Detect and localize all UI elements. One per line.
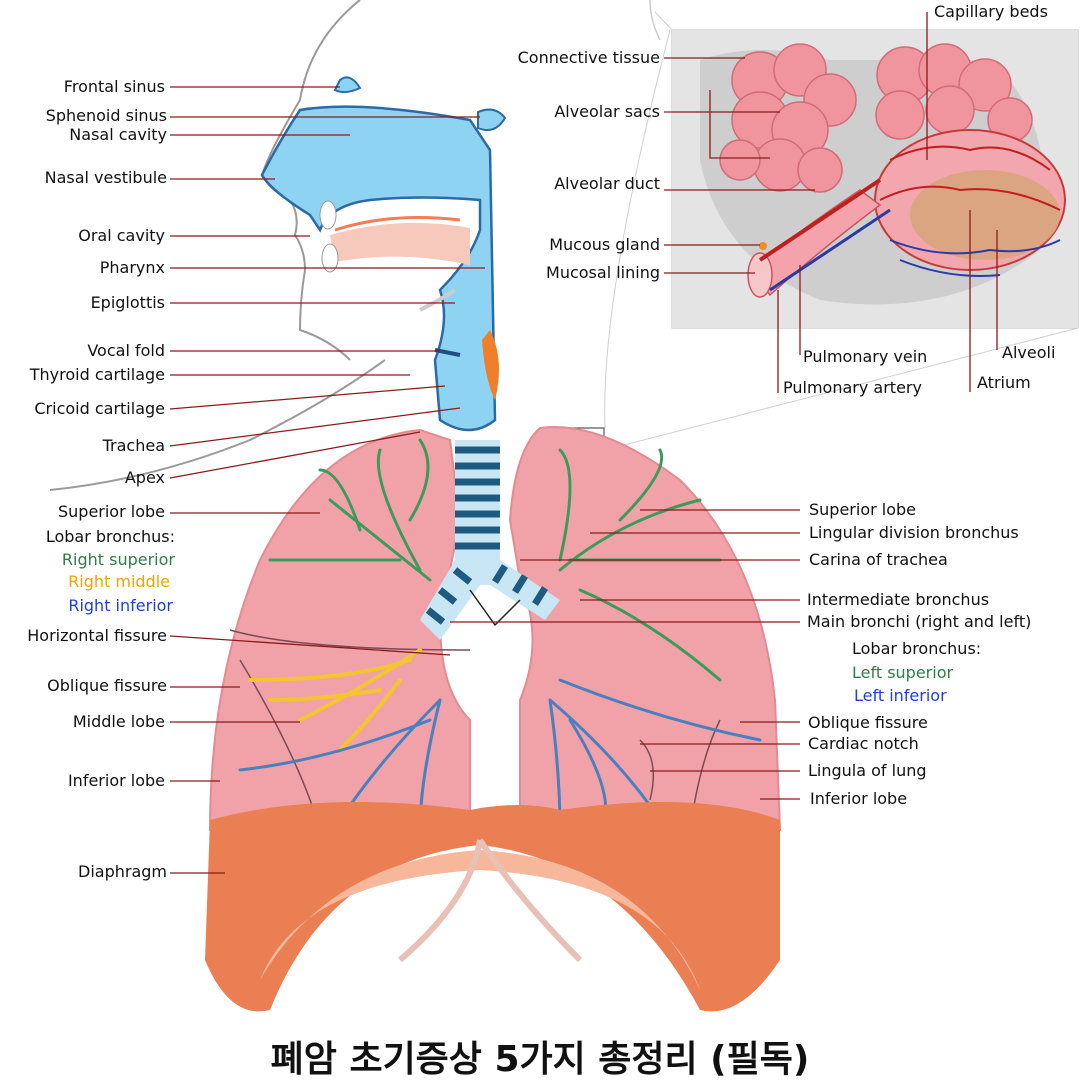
label-oblique-fissure-right: Oblique fissure — [47, 676, 167, 695]
label-horizontal-fissure: Horizontal fissure — [27, 626, 167, 645]
label-intermediate-bronchus: Intermediate bronchus — [807, 590, 990, 609]
alveoli-inset — [671, 29, 1079, 329]
label-lobar-bronchus-left: Lobar bronchus: — [852, 639, 982, 658]
leader-lines — [169, 12, 998, 874]
left-lung — [508, 426, 782, 842]
label-lobar-bronchus-right: Lobar bronchus: — [45, 527, 175, 546]
label-lingular-division-bronchus: Lingular division bronchus — [809, 523, 1019, 542]
label-right-inferior: Right inferior — [68, 596, 173, 615]
label-pulmonary-artery: Pulmonary artery — [783, 378, 922, 397]
label-mucous-gland: Mucous gland — [549, 235, 660, 254]
label-right-superior: Right superior — [61, 550, 175, 569]
label-epiglottis: Epiglottis — [90, 293, 165, 312]
label-pulmonary-vein: Pulmonary vein — [803, 347, 928, 366]
label-left-inferior: Left inferior — [854, 686, 947, 705]
label-cardiac-notch: Cardiac notch — [808, 734, 919, 753]
label-trachea: Trachea — [102, 436, 165, 455]
label-oral-cavity: Oral cavity — [78, 226, 165, 245]
label-connective-tissue: Connective tissue — [517, 48, 660, 67]
label-carina-of-trachea: Carina of trachea — [809, 550, 948, 569]
label-sphenoid-sinus: Sphenoid sinus — [45, 106, 167, 125]
label-inferior-lobe-right: Inferior lobe — [67, 771, 165, 790]
label-mucosal-lining: Mucosal lining — [546, 263, 660, 282]
label-inferior-lobe-left: Inferior lobe — [810, 789, 908, 808]
label-right-middle: Right middle — [68, 572, 170, 591]
label-superior-lobe-right: Superior lobe — [57, 502, 165, 521]
label-nasal-vestibule: Nasal vestibule — [44, 168, 167, 187]
label-diaphragm: Diaphragm — [78, 862, 167, 881]
label-alveolar-sacs: Alveolar sacs — [554, 102, 660, 121]
capillary-network — [874, 129, 1066, 277]
label-oblique-fissure-left: Oblique fissure — [808, 713, 928, 732]
diaphragm-graphic — [205, 802, 780, 1012]
page-caption: 폐암 초기증상 5가지 총정리 (필독) — [270, 1039, 810, 1080]
label-cricoid-cartilage: Cricoid cartilage — [34, 399, 165, 418]
label-nasal-cavity: Nasal cavity — [69, 125, 167, 144]
trachea-graphic — [420, 440, 560, 640]
label-superior-lobe-left: Superior lobe — [809, 500, 917, 519]
label-lingula-of-lung: Lingula of lung — [808, 761, 927, 780]
upper-airway — [260, 76, 507, 432]
label-vocal-fold: Vocal fold — [87, 341, 165, 360]
label-pharynx: Pharynx — [99, 258, 165, 277]
label-capillary-beds: Capillary beds — [934, 2, 1048, 21]
label-left-superior: Left superior — [852, 663, 954, 682]
alveolar-duct-graphic — [747, 178, 891, 298]
label-alveoli: Alveoli — [1002, 343, 1056, 362]
label-middle-lobe: Middle lobe — [72, 712, 165, 731]
alveolar-sacs-graphic — [719, 43, 1033, 193]
label-atrium: Atrium — [977, 373, 1031, 392]
label-alveolar-duct: Alveolar duct — [554, 174, 660, 193]
label-frontal-sinus: Frontal sinus — [63, 77, 165, 96]
label-main-bronchi: Main bronchi (right and left) — [807, 612, 1032, 631]
label-thyroid-cartilage: Thyroid cartilage — [29, 365, 165, 384]
label-apex: Apex — [124, 468, 165, 487]
